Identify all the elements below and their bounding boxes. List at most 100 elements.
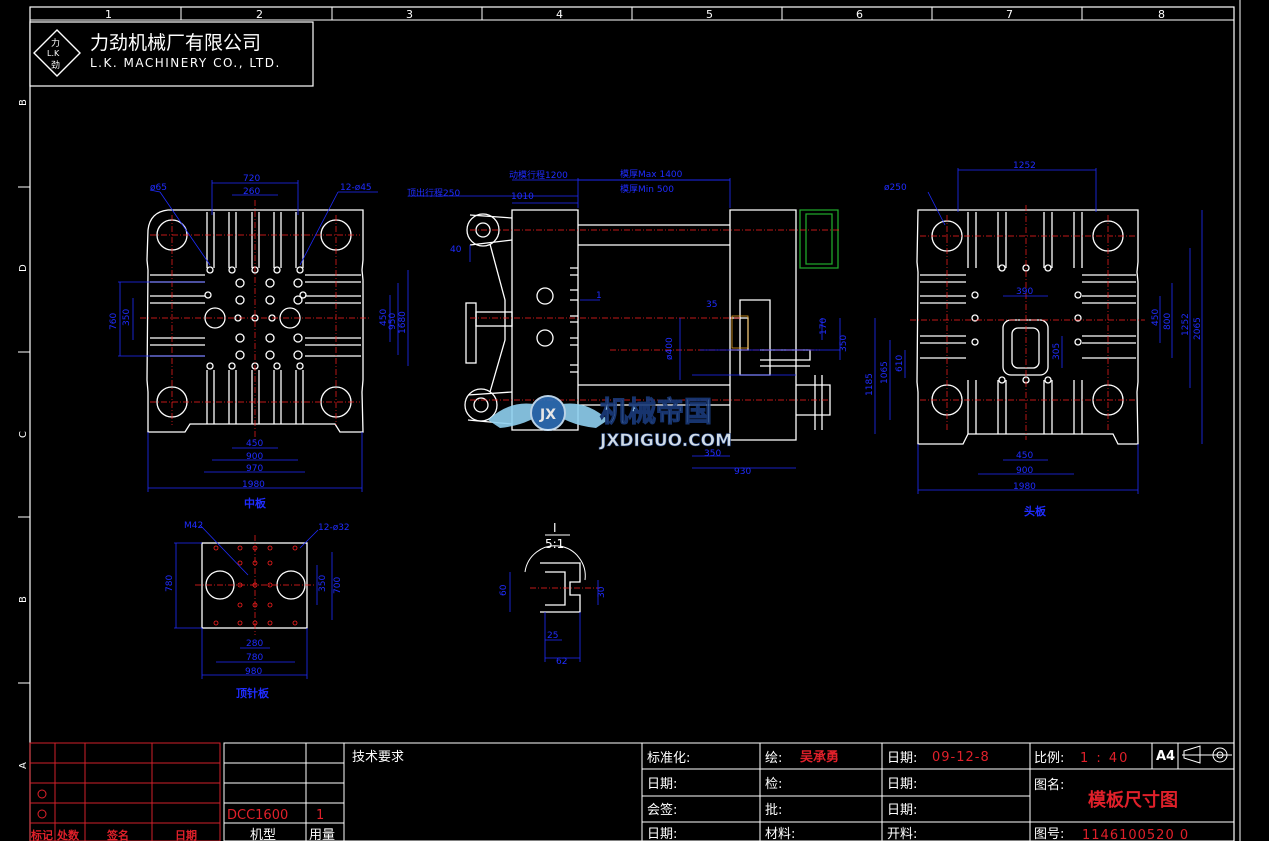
dim-text: 2065 bbox=[1193, 317, 1203, 340]
dim-text: 280 bbox=[246, 639, 263, 649]
side-view-fixed-platen bbox=[729, 209, 797, 441]
machine-qty-value: 1 bbox=[316, 808, 324, 823]
revision-markers bbox=[37, 789, 47, 819]
side-view-ejector-flange bbox=[465, 302, 477, 364]
side-view-nozzle-seat bbox=[730, 317, 749, 351]
dim-text: 170 bbox=[819, 318, 829, 335]
detail-label: I bbox=[553, 521, 557, 535]
middle-plate-dimension-text: 720 260 ø65 12-ø45 760 350 450 950 1680 … bbox=[109, 174, 408, 490]
dim-text: 930 bbox=[734, 467, 751, 477]
scale-value: 1 : 40 bbox=[1080, 751, 1129, 766]
head-plate-centerlines bbox=[910, 205, 1145, 440]
dim-text: 12-ø45 bbox=[340, 183, 372, 193]
draw-value: 吴承勇 bbox=[800, 750, 839, 765]
row-label: A bbox=[18, 762, 29, 769]
approve-label: 批: bbox=[765, 803, 782, 818]
date-label: 日期: bbox=[647, 827, 677, 841]
date-label: 日期: bbox=[887, 777, 917, 792]
dim-text: 模厚Max 1400 bbox=[620, 169, 683, 180]
dim-text: 980 bbox=[245, 667, 262, 677]
middle-plate-centerlines bbox=[140, 200, 370, 440]
side-view-centerlines bbox=[470, 229, 840, 401]
head-plate-caption: 头板 bbox=[1024, 504, 1047, 518]
col-label: 8 bbox=[1158, 8, 1165, 21]
company-box bbox=[29, 21, 314, 87]
dim-text: 305 bbox=[1052, 343, 1062, 360]
row-label: D bbox=[18, 264, 29, 272]
middle-plate-tiebar-holes bbox=[156, 219, 352, 418]
head-plate-outline bbox=[916, 209, 1139, 445]
col-label: 3 bbox=[406, 8, 413, 21]
dim-text: 780 bbox=[246, 653, 263, 663]
dim-text: 970 bbox=[246, 464, 263, 474]
side-view-moving-platen bbox=[511, 209, 579, 431]
revision-headers: 标记 处数 签名 日期 bbox=[30, 828, 197, 841]
dim-text: 模厚Min 500 bbox=[620, 184, 674, 195]
head-plate-view: ø250 1252 390 450 800 1252 2065 1185 106… bbox=[865, 161, 1203, 518]
dim-text: 720 bbox=[243, 174, 260, 184]
company-logo-diamond bbox=[33, 29, 81, 77]
side-view-pin-top bbox=[466, 213, 500, 247]
dim-text: 900 bbox=[1016, 466, 1033, 476]
logo-char: L.K bbox=[47, 49, 60, 58]
rev-header: 日期 bbox=[175, 828, 197, 841]
watermark-url: JXDIGUO.COM bbox=[599, 431, 732, 451]
check-label: 检: bbox=[765, 777, 782, 792]
paper-size: A4 bbox=[1156, 749, 1175, 764]
cut-label: 开料: bbox=[887, 827, 917, 841]
dim-text: 450 bbox=[246, 439, 263, 449]
side-view-shot-block bbox=[796, 375, 831, 430]
watermark-gear-icon bbox=[530, 395, 566, 431]
detail-tslot-outline bbox=[540, 562, 581, 613]
side-view-hole bbox=[536, 329, 554, 347]
side-view-pin-bottom-inner bbox=[473, 397, 489, 413]
middle-plate-outline bbox=[146, 209, 364, 433]
detail-dimension-lines bbox=[509, 572, 599, 662]
dim-text: 1185 bbox=[865, 373, 875, 396]
drawing-no-label: 图号: bbox=[1034, 827, 1064, 841]
head-plate-bolt-holes bbox=[971, 264, 1082, 384]
ejector-plate-caption: 顶针板 bbox=[236, 686, 270, 700]
dim-text: 610 bbox=[895, 355, 905, 372]
ejector-plate-small-holes bbox=[213, 545, 298, 626]
drawing-name-value: 模板尺寸图 bbox=[1088, 789, 1178, 811]
company-header: 力 L.K 劲 力劲机械厂有限公司 L.K. MACHINERY CO., LT… bbox=[29, 21, 314, 87]
dim-text: 350 bbox=[122, 309, 132, 326]
dim-text: ø250 bbox=[884, 183, 907, 193]
side-view-nozzle bbox=[760, 349, 811, 367]
dim-text: 1980 bbox=[1013, 482, 1036, 492]
dim-text: ø400 bbox=[665, 337, 675, 360]
rev-header: 签名 bbox=[106, 828, 129, 841]
head-plate-dimension-text: ø250 1252 390 450 800 1252 2065 1185 106… bbox=[865, 161, 1203, 492]
dim-text: 12-ø32 bbox=[318, 523, 350, 533]
dim-text: 30 bbox=[597, 586, 607, 598]
dim-text: 780 bbox=[165, 575, 175, 592]
col-label: 4 bbox=[556, 8, 563, 21]
dim-text: 1252 bbox=[1013, 161, 1036, 171]
dim-text: 40 bbox=[450, 245, 462, 255]
ejector-plate-centerlines bbox=[195, 535, 315, 635]
detail-view: I 5:1 60 30 25 62 bbox=[499, 521, 607, 667]
dim-text: 760 bbox=[109, 313, 119, 330]
dim-text: 动模行程1200 bbox=[509, 169, 568, 181]
middle-plate-dimension-lines bbox=[118, 180, 409, 492]
detail-dimension-text: 60 30 25 62 bbox=[499, 584, 607, 667]
date-label: 日期: bbox=[647, 777, 677, 792]
dim-text: 900 bbox=[246, 452, 263, 462]
title-block: 标记 处数 签名 日期 DCC1600 1 机型 用量 技术要求 bbox=[29, 742, 1235, 841]
row-label: C bbox=[18, 431, 29, 438]
head-plate-dimension-lines bbox=[874, 168, 1203, 494]
head-plate-slots bbox=[920, 212, 1136, 434]
head-plate-tiebar-holes bbox=[931, 220, 1124, 416]
approval-grid bbox=[641, 742, 1235, 841]
ejector-plate-dimension-text: M42 12-ø32 780 350 700 280 780 980 bbox=[165, 521, 350, 677]
side-view-ejector-rod bbox=[475, 311, 513, 327]
detail-tslot-inner bbox=[545, 571, 566, 606]
col-label: 7 bbox=[1006, 8, 1013, 21]
side-view: 动模行程1200 顶出行程250 1010 模厚Max 1400 模厚Min 5… bbox=[407, 169, 849, 477]
dim-text: 1680 bbox=[398, 311, 408, 334]
date-label: 日期: bbox=[887, 751, 917, 766]
dim-text: 350 bbox=[704, 449, 721, 459]
logo-char: 劲 bbox=[51, 59, 60, 71]
